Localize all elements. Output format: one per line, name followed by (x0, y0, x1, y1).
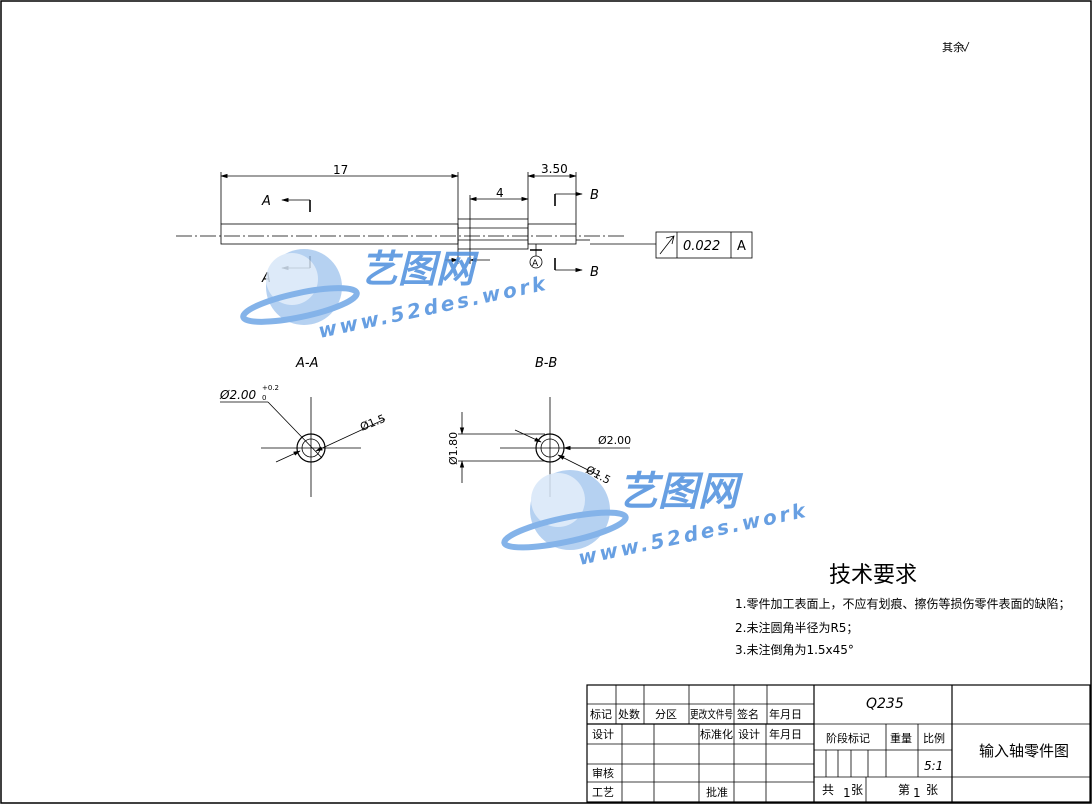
section-label-b-bottom: B (590, 265, 599, 280)
tb-design-2: 设计 (738, 728, 760, 741)
section-bb-diameter: Ø2.00 (598, 434, 631, 447)
section-label-a-bottom: A (261, 271, 271, 286)
tb-process: 工艺 (592, 786, 614, 799)
tb-scale-label: 比例 (923, 731, 945, 745)
tb-sheet-unit: 张 (926, 783, 938, 797)
section-label-b-top: B (590, 188, 599, 203)
tb-total-prefix: 共 (822, 783, 834, 797)
dim-label-4: 4 (496, 186, 504, 200)
section-aa-title: A-A (295, 356, 318, 371)
datum-circle (529, 255, 543, 269)
tb-sheet-prefix: 第 (898, 783, 910, 797)
datum-marker-label: A (532, 259, 539, 269)
tb-header-signature: 签名 (737, 707, 759, 721)
tb-header-change-doc: 更改文件号 (690, 707, 733, 721)
runout-icon (659, 235, 675, 255)
surface-finish-icon (961, 41, 970, 52)
section-aa-view (220, 397, 386, 497)
tolerance-value: 0.022 (683, 239, 720, 254)
title-block (586, 684, 1091, 803)
dim-label-350: 3.50 (541, 162, 568, 176)
main-view (176, 172, 753, 273)
tb-weight: 重量 (890, 731, 912, 745)
section-bb-title: B-B (535, 356, 557, 371)
svg-text:艺图网: 艺图网 (360, 247, 479, 291)
section-label-a-top: A (261, 194, 271, 209)
watermark-swoosh-icon (240, 285, 360, 325)
watermark-swoosh-icon-2 (501, 509, 629, 551)
dim-label-17: 17 (333, 163, 348, 177)
requirement-item-2: 2.未注圆角半径为R5； (735, 620, 858, 635)
shaft-body-left (220, 223, 459, 245)
tolerance-frame (655, 231, 753, 259)
requirement-item-1: 1.零件加工表面上，不应有划痕、擦伤等损伤零件表面的缺陷； (735, 596, 1070, 611)
tb-design: 设计 (592, 728, 614, 741)
tb-header-zone: 分区 (655, 708, 677, 721)
requirement-item-3: 3.未注倒角为1.5x45° (735, 642, 854, 657)
tb-header-mark: 标记 (590, 707, 612, 721)
section-aa-diameter: Ø2.00 (219, 388, 257, 402)
tb-date-2: 年月日 (769, 727, 802, 741)
tb-approve: 批准 (706, 785, 728, 799)
tolerance-datum: A (737, 239, 746, 254)
tb-scale-value: 5:1 (924, 759, 943, 773)
tb-header-count: 处数 (618, 708, 640, 721)
tb-header-date: 年月日 (769, 707, 802, 721)
section-aa-inner-diameter: Ø1.5 (358, 412, 387, 434)
tb-material: Q235 (866, 696, 904, 712)
section-aa-outer-circle (296, 433, 326, 463)
shaft-shoulder (457, 218, 529, 250)
tb-total-sheets: 1 (843, 786, 851, 800)
section-aa-tol-lower: 0 (262, 394, 266, 402)
section-bb-inner-circle (540, 438, 560, 458)
watermark-1: 艺图网 www.52des.work (240, 247, 550, 343)
tb-sheet-no: 1 (913, 786, 921, 800)
tb-standardization: 标准化 (700, 727, 733, 741)
tb-total-unit: 张 (851, 783, 863, 797)
tb-part-name: 输入轴零件图 (979, 742, 1069, 760)
tb-stage-mark: 阶段标记 (826, 731, 870, 745)
surface-finish-note: 其余 (942, 40, 964, 54)
shaft-body-right (527, 223, 577, 245)
section-aa-tol-upper: +0.2 (262, 384, 279, 392)
requirements-title: 技术要求 (829, 563, 917, 588)
section-bb-height: Ø1.80 (447, 432, 460, 465)
watermark-2: 艺图网 www.52des.work (501, 469, 810, 570)
tb-review: 审核 (592, 766, 614, 780)
svg-text:艺图网: 艺图网 (618, 469, 744, 515)
